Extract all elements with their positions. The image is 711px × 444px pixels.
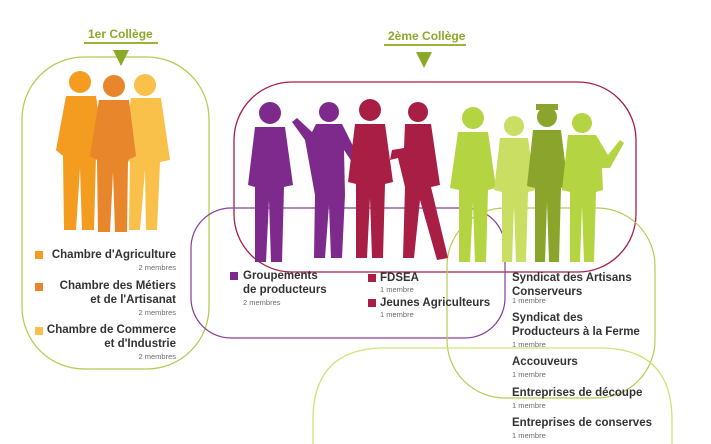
groupements-people-icon xyxy=(248,102,360,262)
college2-arrow-icon xyxy=(416,52,432,68)
member-count: 2 membres xyxy=(138,308,176,317)
college1-people-icon xyxy=(56,71,170,232)
member-name: Syndicat des Artisans Conserveurs xyxy=(512,272,632,298)
college2-bar xyxy=(384,44,466,46)
member-count: 1 membre xyxy=(512,296,546,305)
member-name: FDSEA xyxy=(380,272,419,284)
college2-people-frame xyxy=(233,81,637,273)
member-count: 2 membres xyxy=(243,298,281,307)
member-count: 2 membres xyxy=(138,263,176,272)
member-count: 1 membre xyxy=(380,285,414,294)
member-swatch xyxy=(35,327,43,335)
college1-arrow-icon xyxy=(113,50,129,66)
member-count: 2 membres xyxy=(138,352,176,361)
member-count: 1 membre xyxy=(512,431,546,440)
bottom-arc xyxy=(312,347,673,444)
member-swatch xyxy=(368,299,376,307)
college1-frame xyxy=(21,56,210,370)
member-name: Jeunes Agriculteurs xyxy=(380,297,491,309)
member-swatch xyxy=(35,283,43,291)
member-name: Entreprises de conserves xyxy=(512,417,652,429)
member-name: Chambre d'Agriculture xyxy=(51,249,176,261)
member-name: Groupements de producteurs xyxy=(243,270,327,296)
member-name: Entreprises de découpe xyxy=(512,387,643,399)
member-count: 1 membre xyxy=(512,370,546,379)
groupements-frame xyxy=(190,207,506,339)
member-count: 1 membre xyxy=(380,310,414,319)
fdsea-ja-people-icon xyxy=(348,99,448,260)
member-name: Chambre des Métiers et de l'Artisanat xyxy=(59,280,176,306)
member-swatch xyxy=(368,274,376,282)
member-name: Chambre de Commerce et d'Industrie xyxy=(46,324,176,350)
member-count: 1 membre xyxy=(512,340,546,349)
member-swatch xyxy=(230,272,238,280)
member-name: Accouveurs xyxy=(512,356,578,368)
college1-bar xyxy=(84,42,158,44)
college1-label: 1er Collège xyxy=(88,27,153,41)
college2-label: 2ème Collège xyxy=(388,29,466,43)
member-name: Syndicat des Producteurs à la Ferme xyxy=(512,312,640,338)
member-count: 1 membre xyxy=(512,401,546,410)
others-people-icon xyxy=(450,104,624,262)
member-swatch xyxy=(35,251,43,259)
